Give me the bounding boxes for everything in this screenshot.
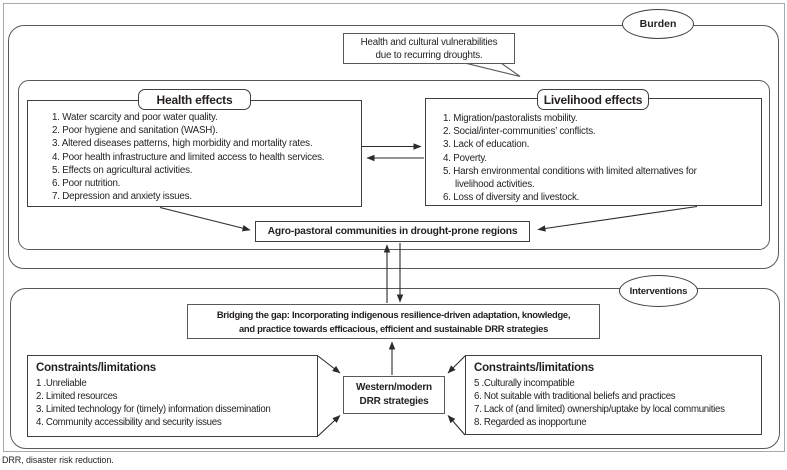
interventions-label: Interventions: [629, 285, 688, 297]
list-item: 2. Social/inter-communities’ conflicts.: [443, 126, 596, 138]
vulnerabilities-callout-text: Health and cultural vulnerabilities due …: [360, 36, 498, 61]
health-effects-title: Health effects: [156, 92, 233, 107]
list-item: 4. Poor health infrastructure and limite…: [52, 151, 325, 163]
constraints-right-list: 5 .Culturally incompatible 6. Not suitabl…: [474, 377, 757, 429]
interventions-section-container: [10, 288, 780, 449]
list-item: 7. Lack of (and limited) ownership/uptak…: [474, 404, 725, 415]
list-item: 3. Limited technology for (timely) infor…: [36, 404, 271, 415]
list-item: 3. Lack of education.: [443, 139, 530, 151]
list-item: 7. Depression and anxiety issues.: [52, 191, 192, 203]
burden-section-container: [8, 25, 779, 269]
burden-label: Burden: [639, 18, 677, 30]
burden-label-ellipse: Burden: [622, 9, 694, 39]
vulnerabilities-callout: Health and cultural vulnerabilities due …: [343, 33, 515, 64]
list-item: 4. Community accessibility and security …: [36, 417, 222, 428]
health-effects-box: 1. Water scarcity and poor water quality…: [27, 100, 362, 207]
list-item: 1 .Unreliable: [36, 378, 87, 389]
bridging-the-gap-box: Bridging the gap: Incorporating indigeno…: [187, 304, 600, 339]
constraints-left-box: Constraints/limitations 1 .Unreliable 2. …: [27, 355, 318, 437]
list-item: 8. Regarded as inopportune: [474, 417, 587, 428]
list-item: 6. Poor nutrition.: [52, 178, 121, 190]
livelihood-effects-title: Livelihood effects: [543, 92, 643, 107]
constraints-left-title: Constraints/limitations: [36, 362, 156, 374]
livelihood-effects-box: 1. Migration/pastoralists mobility. 2. So…: [425, 98, 762, 206]
list-item: 5. Effects on agricultural activities.: [52, 164, 193, 176]
outer-frame: [3, 3, 785, 452]
footnote-caption: DRR, disaster risk reduction.: [2, 455, 114, 465]
western-modern-drr-label: Western/modern DRR strategies: [356, 382, 432, 407]
list-item: 6. Loss of diversity and livestock.: [443, 192, 580, 204]
list-item: 2. Limited resources: [36, 391, 118, 402]
health-effects-list: 1. Water scarcity and poor water quality…: [28, 101, 361, 206]
list-item: 5. Harsh environmental conditions with l…: [443, 165, 697, 191]
list-item: 4. Poverty.: [443, 152, 487, 164]
constraints-left-list: 1 .Unreliable 2. Limited resources 3. Limi…: [36, 377, 313, 429]
list-item: 5 .Culturally incompatible: [474, 378, 575, 389]
agro-pastoral-communities-label: Agro-pastoral communities in drought-pro…: [267, 226, 518, 237]
constraints-right-box: Constraints/limitations 5 .Culturally in…: [465, 355, 762, 435]
western-modern-drr-box: Western/modern DRR strategies: [343, 376, 445, 414]
constraints-right-title: Constraints/limitations: [474, 362, 594, 374]
list-item: 1. Migration/pastoralists mobility.: [443, 113, 578, 124]
agro-pastoral-communities-box: Agro-pastoral communities in drought-pro…: [255, 221, 530, 242]
list-item: 6. Not suitable with traditional beliefs…: [474, 391, 676, 402]
list-item: 1. Water scarcity and poor water quality…: [52, 112, 218, 123]
livelihood-effects-header: Livelihood effects: [537, 89, 649, 110]
list-item: 3. Altered diseases patterns, high morbi…: [52, 138, 313, 150]
health-effects-header: Health effects: [138, 89, 251, 110]
effects-group-container: [18, 80, 770, 250]
bridging-the-gap-label: Bridging the gap: Incorporating indigeno…: [216, 309, 571, 334]
interventions-label-ellipse: Interventions: [619, 275, 698, 307]
list-item: 2. Poor hygiene and sanitation (WASH).: [52, 125, 218, 137]
livelihood-effects-list: 1. Migration/pastoralists mobility. 2. So…: [426, 99, 761, 205]
